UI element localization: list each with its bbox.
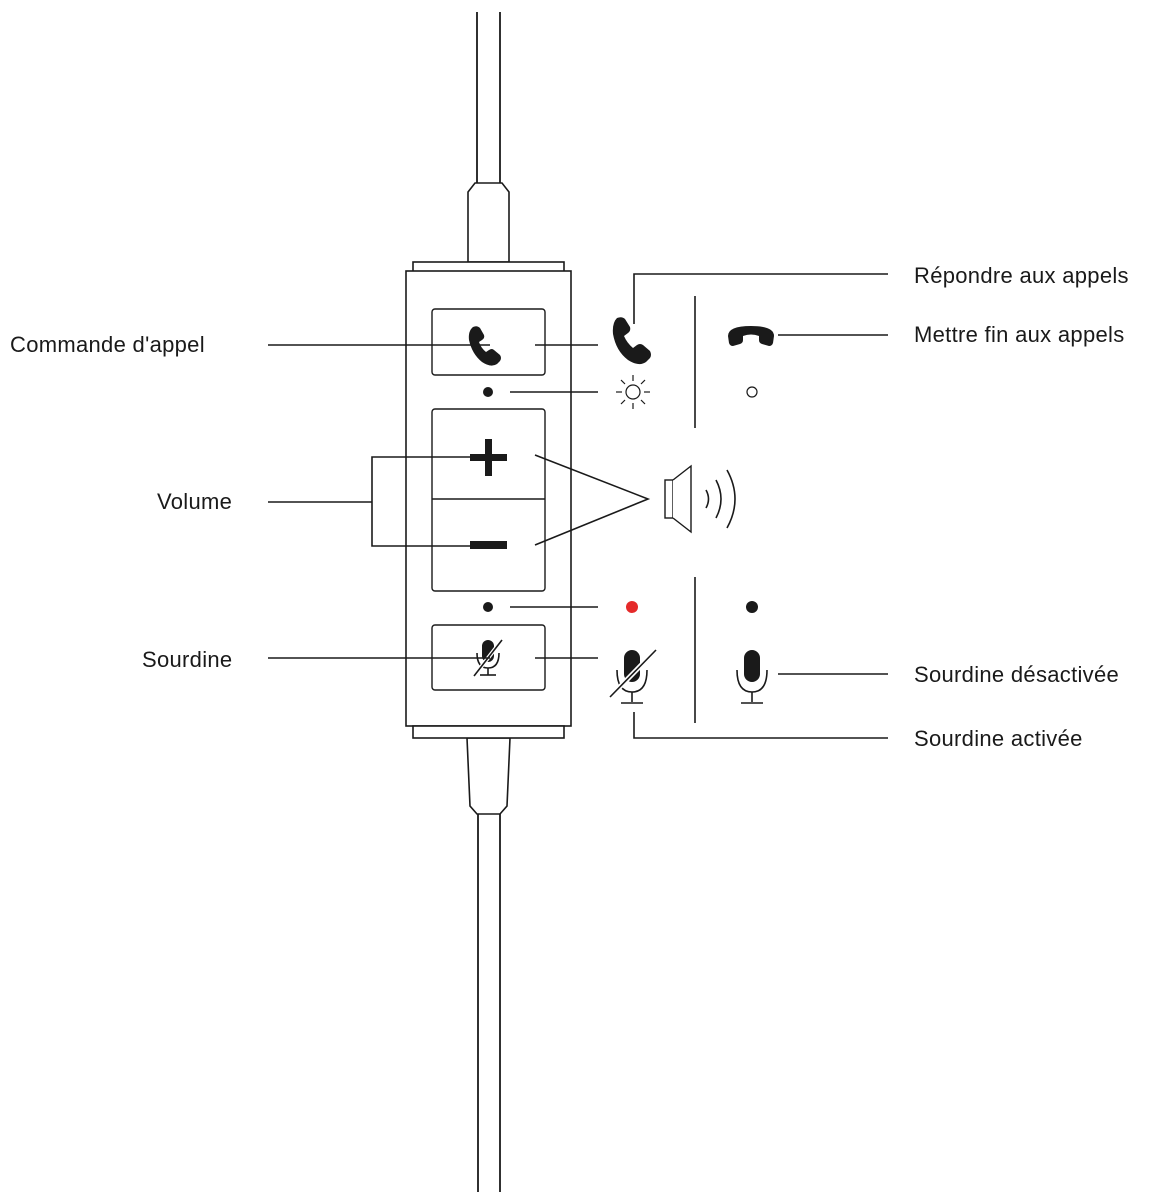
cable-top bbox=[467, 12, 510, 263]
phone-icon bbox=[468, 326, 501, 366]
led-dark-icon bbox=[746, 601, 758, 613]
volume-label: Volume bbox=[157, 489, 232, 514]
plus-icon bbox=[470, 439, 507, 476]
mute-off-label: Sourdine désactivée bbox=[914, 662, 1119, 687]
led-off-icon bbox=[746, 386, 758, 398]
minus-icon bbox=[470, 541, 507, 549]
end-calls-label: Mettre fin aux appels bbox=[914, 322, 1125, 347]
mute-led bbox=[483, 602, 493, 612]
label-call-control: Commande d'appel bbox=[10, 332, 490, 357]
volume-rocker[interactable] bbox=[431, 408, 546, 592]
mute-label: Sourdine bbox=[142, 647, 232, 672]
mic-muted-state-icon bbox=[608, 648, 658, 704]
hangup-phone-icon bbox=[728, 326, 774, 346]
answer-calls-label: Répondre aux appels bbox=[914, 263, 1129, 288]
answer-phone-icon bbox=[612, 317, 651, 365]
call-button[interactable] bbox=[431, 308, 546, 376]
mute-on-label: Sourdine activée bbox=[914, 726, 1083, 751]
label-mute: Sourdine bbox=[142, 647, 490, 672]
call-led bbox=[483, 387, 493, 397]
label-volume: Volume bbox=[157, 456, 488, 547]
mic-active-state-icon bbox=[736, 650, 768, 704]
cable-bottom bbox=[466, 737, 511, 1192]
speaker-icon bbox=[664, 464, 736, 534]
led-blink-icon bbox=[616, 375, 650, 409]
led-red-icon bbox=[626, 601, 638, 613]
call-control-label: Commande d'appel bbox=[10, 332, 205, 357]
